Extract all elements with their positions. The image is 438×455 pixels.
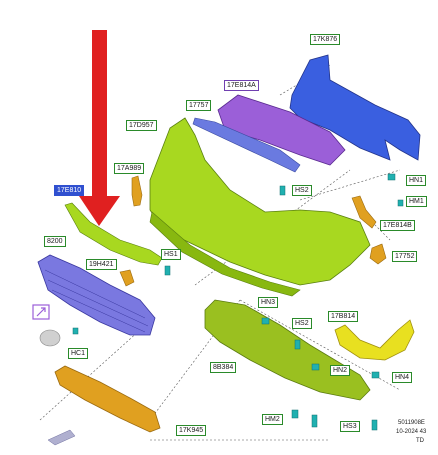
callout-17e814b: 17E814B: [380, 220, 415, 231]
upper-grille-trim: [64, 202, 163, 266]
callout-hm2: HM2: [262, 414, 283, 425]
corner-bracket: [369, 243, 387, 265]
callout-8200: 8200: [44, 236, 66, 247]
clip-hm1: [397, 199, 404, 207]
callout-17a989: 17A989: [114, 163, 145, 174]
side-bracket-right: [351, 195, 377, 229]
clip-hn1: [387, 173, 396, 181]
clips: [72, 173, 404, 431]
bumper-lower-lip: [149, 211, 301, 297]
callout-hs2-top: HS2: [292, 185, 312, 196]
callout-17757: 17757: [186, 100, 212, 111]
callout-17k876: 17K876: [310, 34, 341, 45]
bumper-reinforcement-beam: [289, 54, 421, 161]
upper-support-strip: [192, 117, 301, 173]
callout-19h421: 19H421: [86, 259, 117, 270]
side-bracket-left: [131, 175, 143, 207]
callout-17d957: 17D957: [126, 120, 157, 131]
callout-hn4: HN4: [392, 372, 413, 383]
fragment-bottom-left: [47, 429, 76, 446]
clip-hs1: [164, 265, 171, 276]
lower-splash-shield: [204, 299, 371, 401]
radiator-grille: [37, 254, 156, 336]
lower-skid-bracket: [54, 365, 161, 433]
clip-hn3: [261, 317, 270, 325]
clip-hc1: [72, 327, 79, 335]
grille-slats: [44, 269, 149, 333]
clip-hs3-b: [371, 419, 378, 431]
callout-hs3: HS3: [340, 421, 360, 432]
callout-hc1: HC1: [68, 348, 89, 359]
clip-hn2: [311, 363, 320, 371]
callout-hn2: HN2: [330, 365, 351, 376]
clip-hs2-mid: [294, 339, 301, 350]
reference-code: 5011908E: [398, 420, 425, 426]
red-pointer-arrow: [79, 30, 120, 226]
callout-17e814a: 17E814A: [224, 80, 259, 91]
callout-17k945: 17K945: [176, 425, 207, 436]
callout-hs1: HS1: [161, 249, 181, 260]
clip-hs3-a: [311, 414, 318, 428]
reference-date: 10-2024 43: [396, 429, 427, 435]
fog-lamp-bracket: [119, 269, 135, 287]
reference-suffix: TD: [416, 438, 424, 444]
callout-hn1: HN1: [406, 175, 427, 186]
clip-hm2: [291, 409, 299, 419]
lower-trim-strip: [334, 319, 415, 361]
callout-17e810: 17E810: [54, 185, 85, 196]
arrow-pictogram-icon: [36, 307, 46, 317]
bumper-cover: [149, 117, 371, 286]
callout-8b384: 8B384: [210, 362, 237, 373]
clip-hn4: [371, 371, 380, 379]
clip-hs2-top: [279, 185, 286, 196]
callout-17752: 17752: [392, 251, 418, 262]
callout-hs2-mid: HS2: [292, 318, 312, 329]
callout-hn3: HN3: [258, 297, 279, 308]
callout-hm1: HM1: [406, 196, 427, 207]
emblem-cover: [39, 329, 61, 347]
callout-17b814: 17B814: [328, 311, 359, 322]
